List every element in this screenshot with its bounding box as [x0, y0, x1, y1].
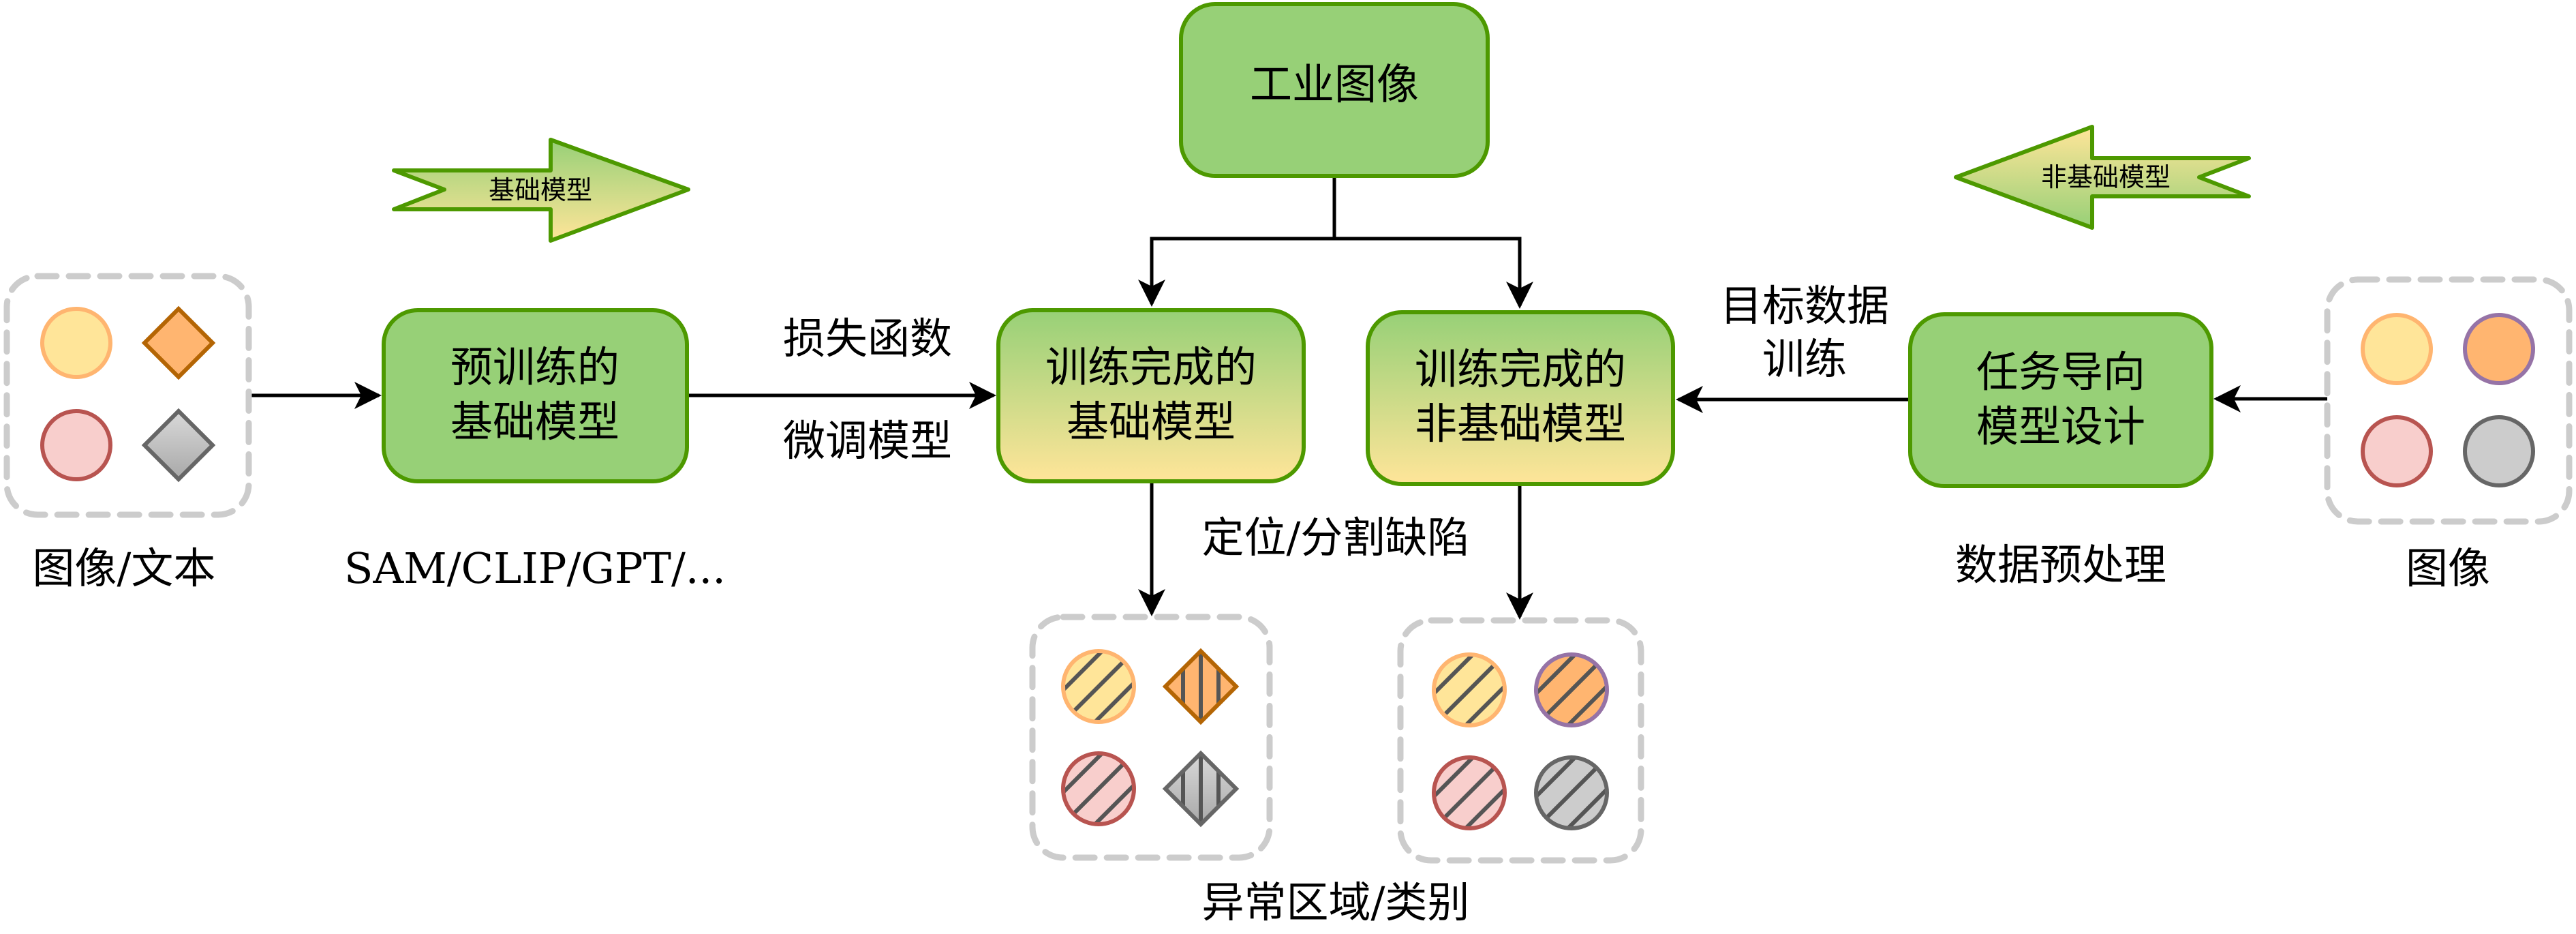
right-input-caption: 图像 [2406, 543, 2490, 593]
trained-nonfoundation-model-box: 训练完成的 非基础模型 [1366, 310, 1675, 486]
pretrained-caption: SAM/CLIP/GPT/... [344, 543, 726, 593]
circle-sample-icon [1061, 649, 1136, 724]
edge-title-branch-left [1138, 237, 1334, 307]
input-group-right [2324, 276, 2573, 525]
task-caption: 数据预处理 [1955, 540, 2166, 590]
output-caption: 异常区域/类别 [1202, 877, 1470, 927]
title-box-label: 工业图像 [1250, 59, 1419, 109]
pretrained-box-line2: 基础模型 [450, 397, 619, 447]
task-box-line1: 任务导向 [1976, 347, 2145, 397]
edge-label-target-data-1: 目标数据 [1720, 281, 1889, 331]
foundation-banner-label: 基础模型 [489, 175, 592, 205]
input-group-left [3, 273, 252, 518]
diamond-sample-icon [1162, 648, 1240, 725]
trained-foundation-line1: 训练完成的 [1045, 342, 1257, 392]
circle-sample-icon [40, 409, 112, 481]
circle-sample-icon [2361, 313, 2433, 385]
diamond-sample-icon [1162, 750, 1240, 828]
edge-label-loss: 损失函数 [783, 314, 952, 363]
circle-sample-icon [2361, 415, 2433, 487]
edge-label-finetune: 微调模型 [783, 416, 952, 466]
circle-sample-icon [1534, 652, 1609, 727]
input-shapes-left [40, 305, 216, 483]
circle-sample-icon [1534, 755, 1609, 830]
output-group-right [1397, 617, 1644, 864]
circle-sample-icon [1432, 652, 1507, 727]
non-foundation-banner-label: 非基础模型 [2041, 162, 2171, 192]
circle-sample-icon [1432, 755, 1507, 830]
output-group-left [1029, 614, 1273, 861]
left-input-caption: 图像/文本 [33, 543, 216, 593]
non-foundation-model-banner-arrow: 非基础模型 [1954, 125, 2251, 230]
task-box-line2: 模型设计 [1976, 402, 2145, 451]
circle-sample-icon [2463, 415, 2535, 487]
trained-foundation-line2: 基础模型 [1067, 397, 1236, 447]
diamond-sample-icon [141, 305, 216, 380]
foundation-model-banner-arrow: 基础模型 [392, 138, 690, 243]
output-shapes-right [1432, 652, 1609, 830]
pretrained-box-line1: 预训练的 [450, 342, 619, 392]
trained-foundation-model-box: 训练完成的 基础模型 [996, 308, 1306, 483]
connectors [249, 176, 2327, 620]
title-box: 工业图像 [1179, 2, 1490, 178]
trained-nonfoundation-line2: 非基础模型 [1415, 399, 1626, 449]
output-shapes-left [1061, 648, 1240, 828]
input-shapes-right [2361, 313, 2535, 487]
edge-title-branch-right [1334, 237, 1533, 309]
circle-sample-icon [1061, 751, 1136, 826]
pretrained-model-box: 预训练的 基础模型 [382, 308, 689, 483]
task-oriented-model-box: 任务导向 模型设计 [1908, 312, 2213, 488]
circle-sample-icon [40, 307, 112, 379]
diamond-sample-icon [141, 408, 216, 483]
trained-nonfoundation-line1: 训练完成的 [1415, 344, 1626, 394]
circle-sample-icon [2463, 313, 2535, 385]
edge-label-locate-segment: 定位/分割缺陷 [1202, 513, 1470, 562]
edge-label-target-data-2: 训练 [1762, 334, 1847, 384]
